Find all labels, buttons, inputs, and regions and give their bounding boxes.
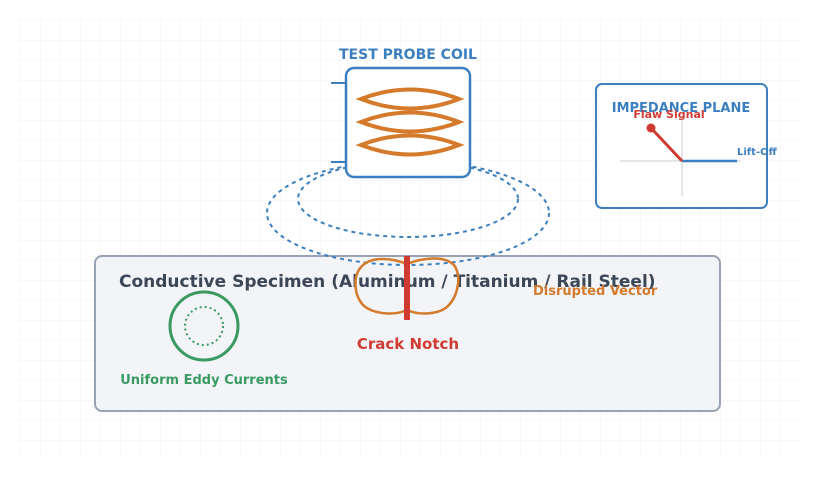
lift-off-label: Lift-Off <box>737 147 778 158</box>
coil-winding <box>355 110 465 134</box>
coil-winding <box>355 133 465 157</box>
disrupted-vector-label: Disrupted Vector <box>533 284 658 299</box>
impedance-plane: IMPEDANCE PLANE Flaw Signal Lift-Off <box>595 83 778 209</box>
probe-title: TEST PROBE COIL <box>339 47 477 63</box>
flaw-signal-trace <box>649 126 684 163</box>
coil-windings <box>355 87 465 157</box>
specimen-title: Conductive Specimen (Aluminum / Titanium… <box>119 272 656 292</box>
field-loop-outer <box>266 160 550 266</box>
eddy-ring-inner <box>184 306 224 346</box>
flaw-signal-point <box>646 123 656 133</box>
coil-winding <box>355 87 465 111</box>
eddy-ring-outer <box>168 290 240 362</box>
test-probe: TEST PROBE COIL <box>331 47 477 179</box>
impedance-title: IMPEDANCE PLANE <box>612 101 751 116</box>
crack-notch-label: Crack Notch <box>357 335 459 353</box>
flaw-signal-label: Flaw Signal <box>633 108 704 121</box>
uniform-eddy-currents: Uniform Eddy Currents <box>120 290 288 388</box>
crack-notch <box>404 256 410 320</box>
uniform-eddy-label: Uniform Eddy Currents <box>120 373 288 388</box>
